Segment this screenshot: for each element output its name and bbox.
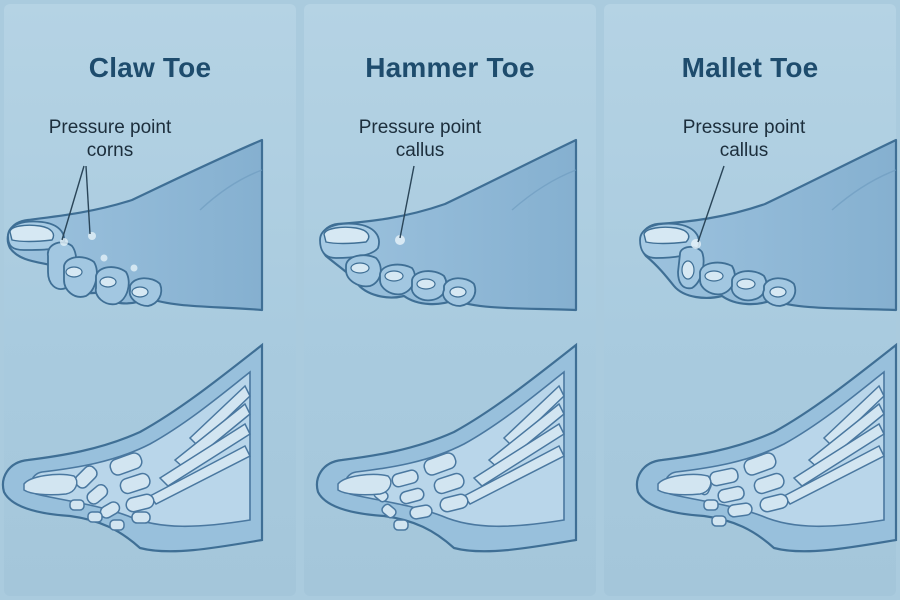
pointer-lines xyxy=(61,165,91,241)
label-line-2: callus xyxy=(719,140,769,161)
foot-illustration xyxy=(315,138,578,553)
foot-illustration xyxy=(635,138,898,553)
pointer-lines xyxy=(697,165,725,243)
panel-claw-toe: Claw Toe Pressure point corns xyxy=(0,0,300,600)
foot-bone-icon xyxy=(315,342,578,553)
panel-title: Hammer Toe xyxy=(365,52,535,83)
foot-illustration xyxy=(1,138,264,553)
label-line-1: Pressure point xyxy=(48,117,172,138)
label-line-1: Pressure point xyxy=(682,117,806,138)
foot-skin-icon xyxy=(319,138,578,312)
label-line-2: callus xyxy=(395,140,445,161)
panel-hammer-toe: Hammer Toe Pressure point callus xyxy=(300,0,600,600)
foot-bone-icon xyxy=(635,342,898,553)
pressure-point-label: Pressure point callus xyxy=(654,116,834,162)
pointer-lines xyxy=(399,165,415,239)
pressure-point-label: Pressure point callus xyxy=(330,116,510,162)
foot-skin-icon xyxy=(6,138,264,312)
foot-skin-icon xyxy=(639,138,898,312)
foot-bone-icon xyxy=(1,342,264,553)
label-line-2: corns xyxy=(86,140,134,161)
panel-mallet-toe: Mallet Toe Pressure point callus xyxy=(600,0,900,600)
panel-title: Mallet Toe xyxy=(681,52,819,83)
label-line-1: Pressure point xyxy=(358,117,482,138)
pressure-point-label: Pressure point corns xyxy=(20,116,200,162)
panel-title: Claw Toe xyxy=(88,52,212,83)
